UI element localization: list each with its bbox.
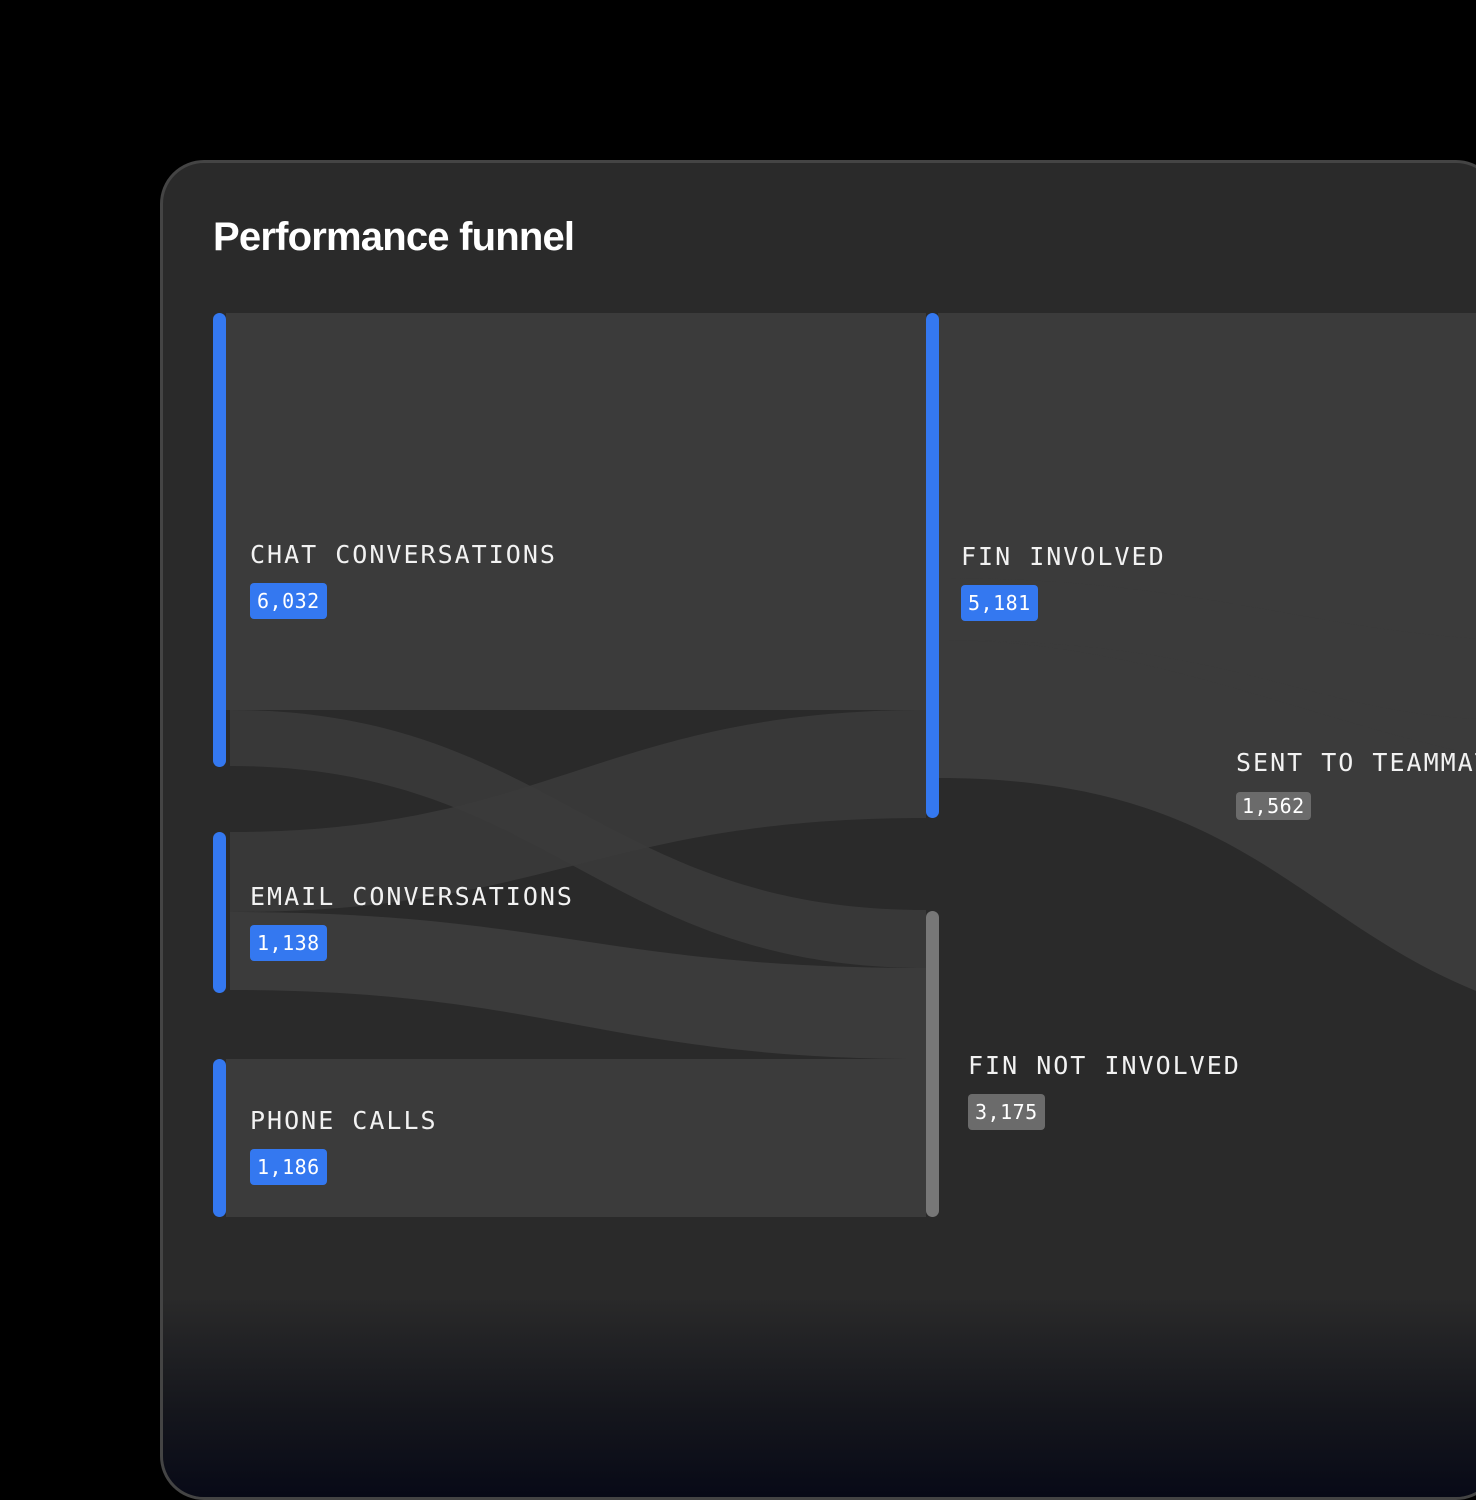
node-value-email: 1,138 xyxy=(250,925,327,961)
node-sent-clip: SENT TO TEAMMATE 1,562 xyxy=(1236,740,1476,830)
node-value-finnot: 3,175 xyxy=(968,1094,1045,1130)
node-bar-finnot xyxy=(926,911,939,1217)
flow-email-to-fin xyxy=(230,710,926,912)
node-label-finnot: FIN NOT INVOLVED xyxy=(968,1051,1241,1080)
flow-email-to-finnot xyxy=(230,912,926,1059)
node-bar-email xyxy=(213,832,226,993)
node-label-fin: FIN INVOLVED xyxy=(961,542,1166,571)
node-value-sent: 1,562 xyxy=(1236,792,1311,820)
flow-fin-to-sent xyxy=(938,640,1476,1000)
node-value-phone: 1,186 xyxy=(250,1149,327,1185)
node-label-phone: PHONE CALLS xyxy=(250,1106,438,1135)
node-block-phone xyxy=(226,1059,926,1217)
node-label-sent: SENT TO TEAMMATE xyxy=(1236,748,1476,777)
node-label-email: EMAIL CONVERSATIONS xyxy=(250,882,574,911)
page-title: Performance funnel xyxy=(213,215,575,259)
flow-fin-to-upper xyxy=(938,578,1476,720)
node-bar-phone xyxy=(213,1059,226,1217)
node-block-chat xyxy=(226,313,926,710)
node-bar-fin xyxy=(926,313,939,818)
node-bar-chat xyxy=(213,313,226,767)
node-value-chat: 6,032 xyxy=(250,583,327,619)
node-label-chat: CHAT CONVERSATIONS xyxy=(250,540,557,569)
node-value-fin: 5,181 xyxy=(961,585,1038,621)
